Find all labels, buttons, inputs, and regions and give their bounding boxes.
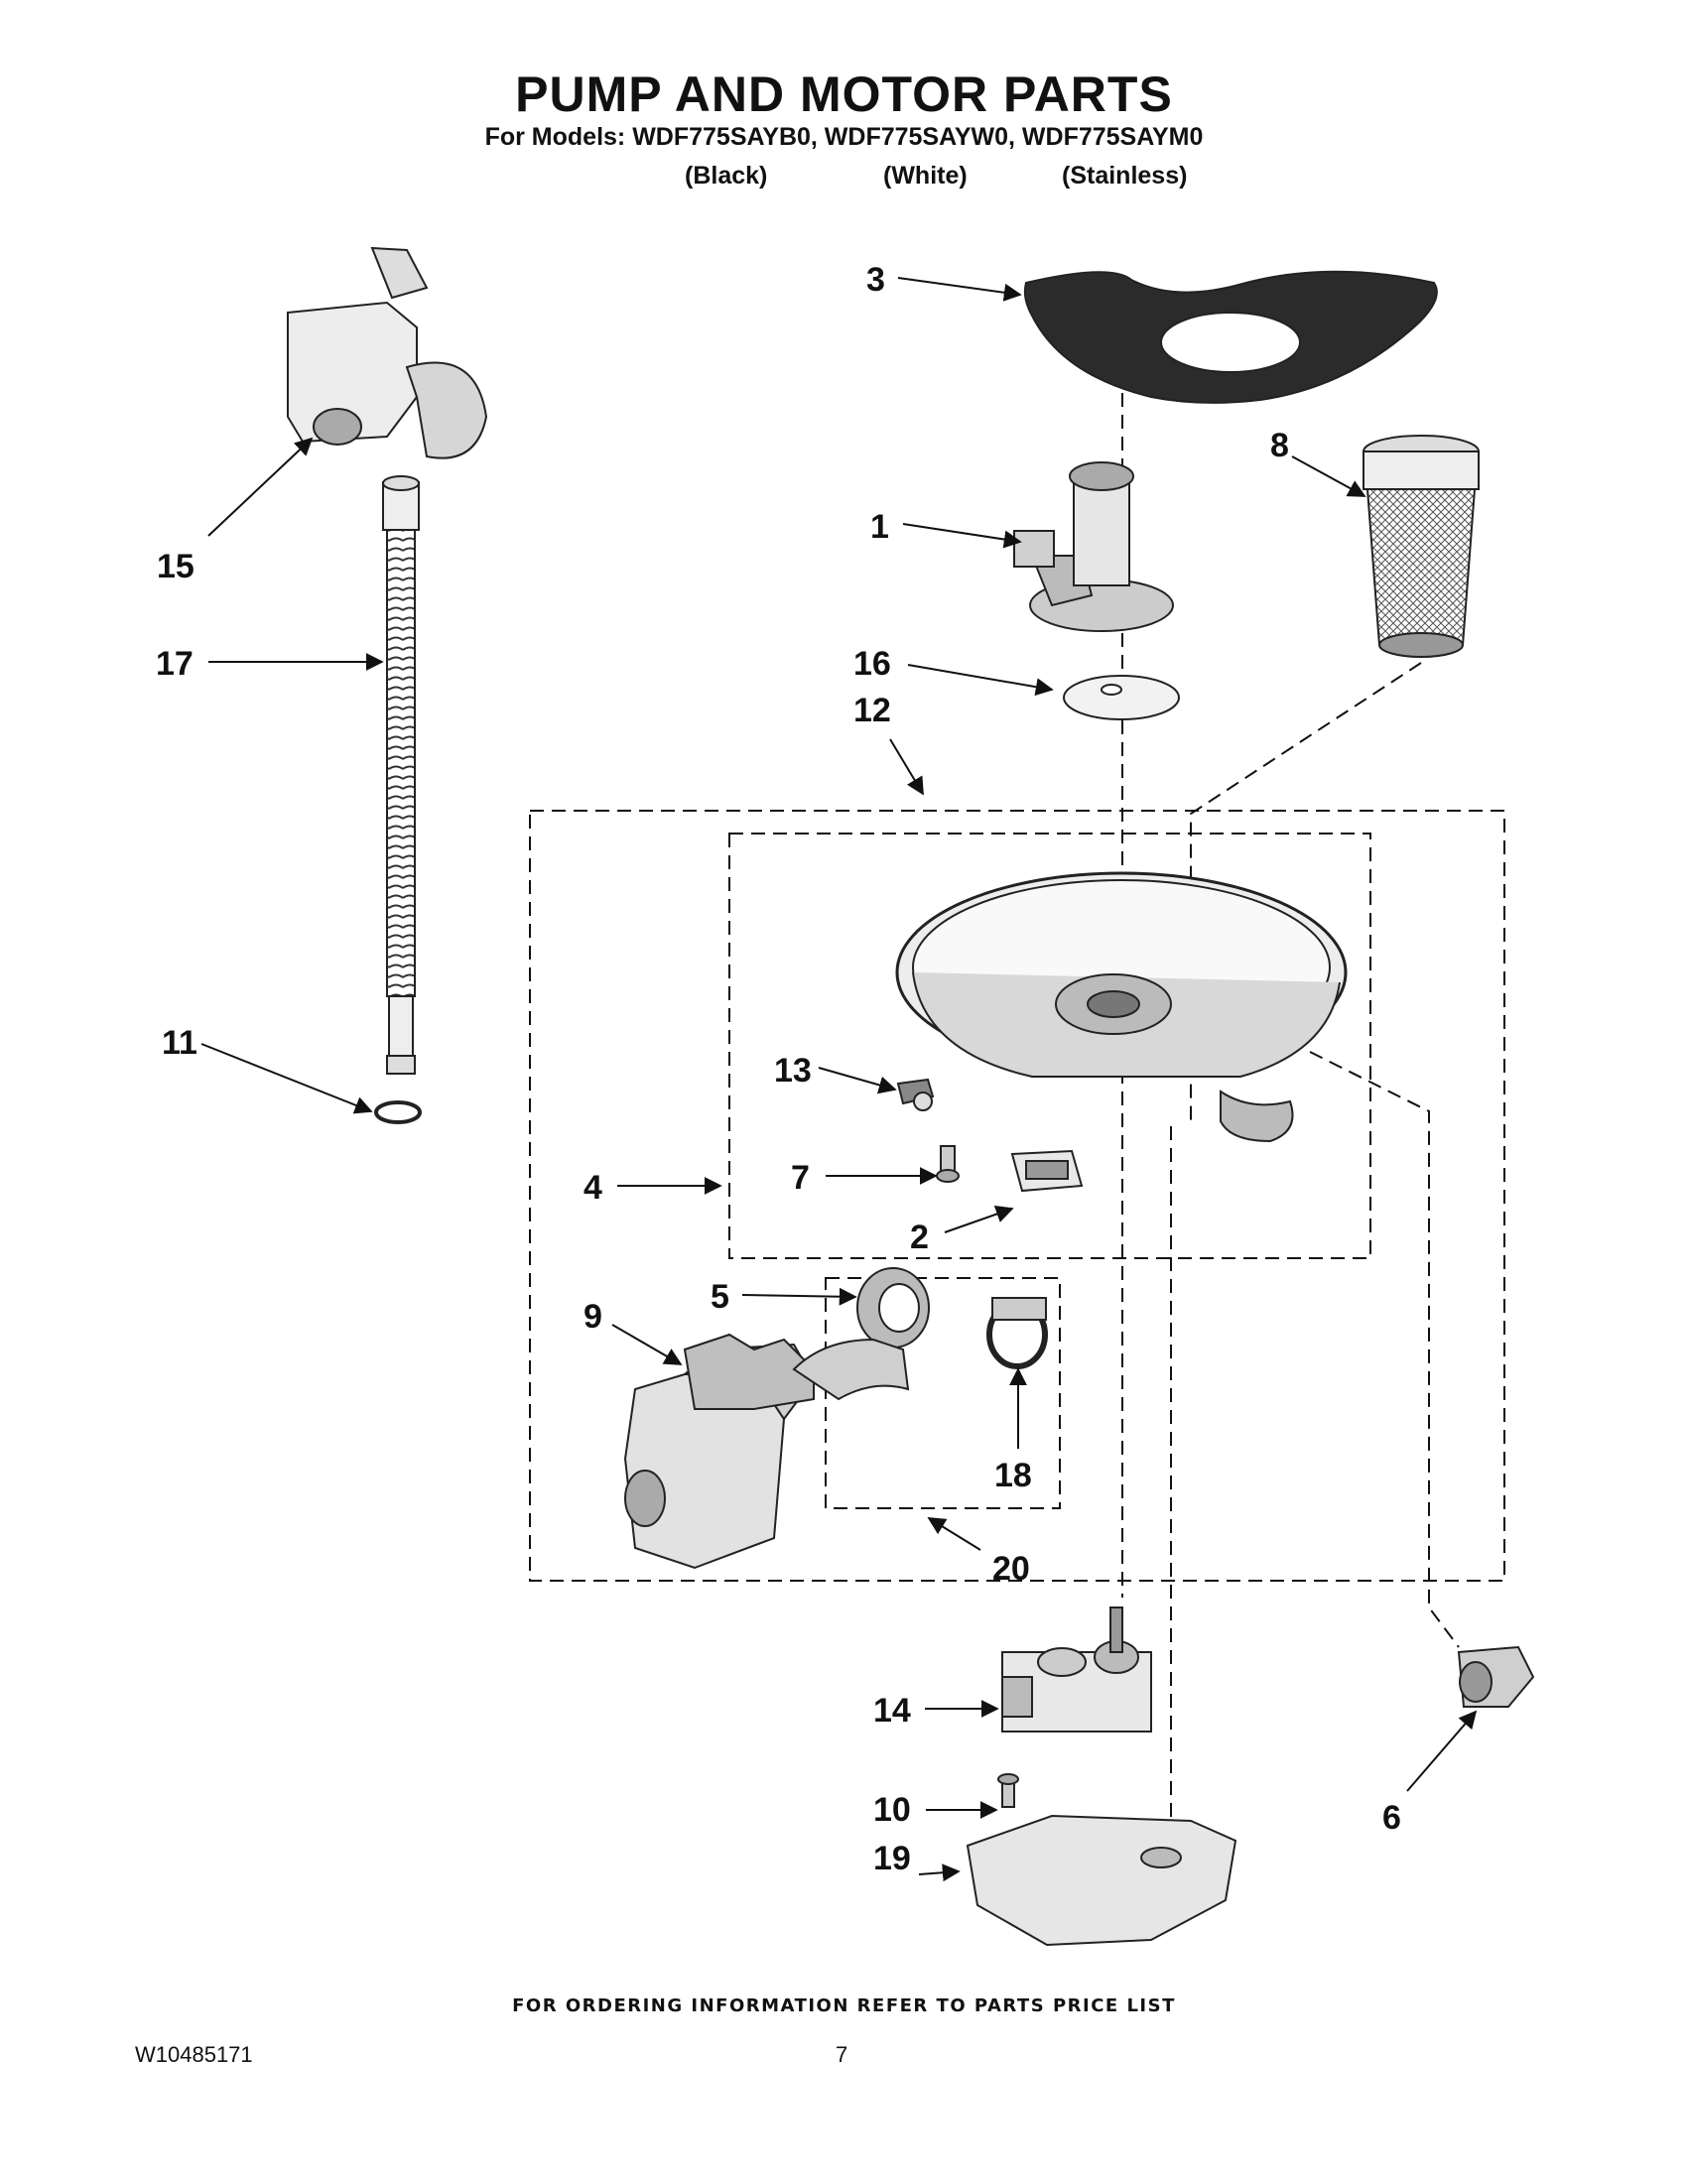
part-13-bracket xyxy=(896,1078,935,1111)
callout-11: 11 xyxy=(162,1024,197,1062)
assembly-box-4 xyxy=(728,833,1371,1259)
variant-white: (White) xyxy=(883,162,968,190)
callout-15: 15 xyxy=(157,548,195,585)
part-19-cover xyxy=(966,1814,1237,1947)
part-15-drain-pump xyxy=(287,246,488,459)
part-4-sump xyxy=(895,871,1348,1143)
callout-5: 5 xyxy=(711,1278,729,1316)
callout-16: 16 xyxy=(853,645,891,683)
page-title: PUMP AND MOTOR PARTS xyxy=(515,66,1173,122)
part-10-screw xyxy=(997,1773,1019,1808)
callout-8: 8 xyxy=(1270,427,1289,464)
callout-4: 4 xyxy=(584,1169,602,1207)
callout-9: 9 xyxy=(584,1298,602,1336)
assembly-box-12 xyxy=(529,810,1505,1582)
callout-18: 18 xyxy=(994,1457,1032,1494)
part-3-filter-screen xyxy=(1023,270,1438,404)
part-8-fine-filter xyxy=(1363,435,1480,658)
variant-stainless: (Stainless) xyxy=(1062,162,1188,190)
document-number: W10485171 xyxy=(135,2042,253,2067)
callout-14: 14 xyxy=(873,1692,911,1730)
part-18-clamp xyxy=(986,1297,1048,1369)
part-9-pump-motor xyxy=(623,1333,910,1570)
callout-19: 19 xyxy=(873,1840,911,1877)
callout-1: 1 xyxy=(870,508,889,546)
part-16-gasket xyxy=(1063,675,1180,720)
part-2-connector xyxy=(1010,1149,1084,1193)
assembly-box-20 xyxy=(825,1277,1061,1509)
sensor-leader-line xyxy=(1309,1051,1460,1648)
ordering-note: FOR ORDERING INFORMATION REFER TO PARTS … xyxy=(512,1995,1176,2016)
part-5-seal xyxy=(856,1267,930,1349)
part-11-clamp xyxy=(374,1100,422,1124)
part-7-screw xyxy=(936,1145,960,1183)
callout-13: 13 xyxy=(774,1052,812,1090)
callout-3: 3 xyxy=(866,261,885,299)
callout-7: 7 xyxy=(791,1159,810,1197)
variant-black: (Black) xyxy=(685,162,768,190)
callout-17: 17 xyxy=(156,645,194,683)
callout-10: 10 xyxy=(873,1791,911,1829)
models-line: For Models: WDF775SAYB0, WDF775SAYW0, WD… xyxy=(484,123,1204,151)
part-17-drain-hose xyxy=(382,475,420,1075)
callout-12: 12 xyxy=(853,692,891,729)
page-number: 7 xyxy=(836,2042,848,2067)
callout-2: 2 xyxy=(910,1219,929,1256)
callout-20: 20 xyxy=(992,1550,1030,1588)
callout-6: 6 xyxy=(1382,1799,1401,1837)
part-1-diverter-housing xyxy=(1013,461,1174,632)
part-14-diverter-motor xyxy=(1001,1606,1152,1733)
part-6-sensor xyxy=(1457,1645,1535,1708)
